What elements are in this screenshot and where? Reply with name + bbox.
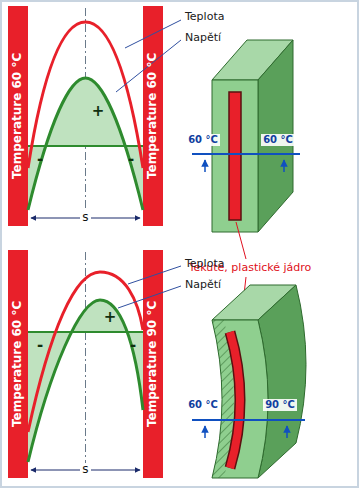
stress-sign: -	[37, 151, 43, 168]
thickness-dimension: s	[80, 463, 90, 477]
plastic-core	[230, 332, 240, 468]
temperature-band	[143, 6, 163, 226]
temperature-curve	[28, 22, 143, 168]
band-label: Temperature 60 °C	[11, 53, 25, 179]
leader-line	[125, 20, 181, 48]
curved-slab	[192, 285, 306, 478]
stress-curve	[28, 300, 143, 462]
plastic-core	[229, 92, 241, 220]
thickness-dimension: s	[80, 211, 90, 225]
leader-line	[236, 222, 246, 259]
band-label: Temperature 60 °C	[146, 53, 160, 179]
stress-curve	[28, 78, 143, 210]
stress-sign: +	[104, 309, 117, 326]
temperature-label: 60 °C	[186, 399, 220, 411]
temperature-band	[8, 250, 28, 478]
curve-key: Napětí	[185, 279, 221, 292]
curve-key: Teplota	[185, 11, 224, 24]
temperature-band	[143, 250, 163, 478]
top-chart	[8, 6, 181, 226]
band-label: Temperature 60 °C	[11, 301, 25, 427]
bottom-chart	[8, 250, 181, 478]
stress-sign: -	[128, 151, 134, 168]
stress-sign: +	[92, 103, 105, 120]
temperature-label: 60 °C	[186, 134, 220, 146]
curve-key: Napětí	[185, 32, 221, 45]
temperature-curve	[28, 272, 143, 432]
temperature-band	[8, 6, 28, 226]
band-label: Temperature 90 °C	[146, 301, 160, 427]
curve-key: Teplota	[185, 258, 224, 271]
temperature-label: 60 °C	[261, 134, 295, 146]
stress-sign: -	[130, 337, 136, 354]
leader-line	[128, 266, 181, 284]
stress-sign: -	[37, 337, 43, 354]
temperature-label: 90 °C	[263, 399, 297, 411]
